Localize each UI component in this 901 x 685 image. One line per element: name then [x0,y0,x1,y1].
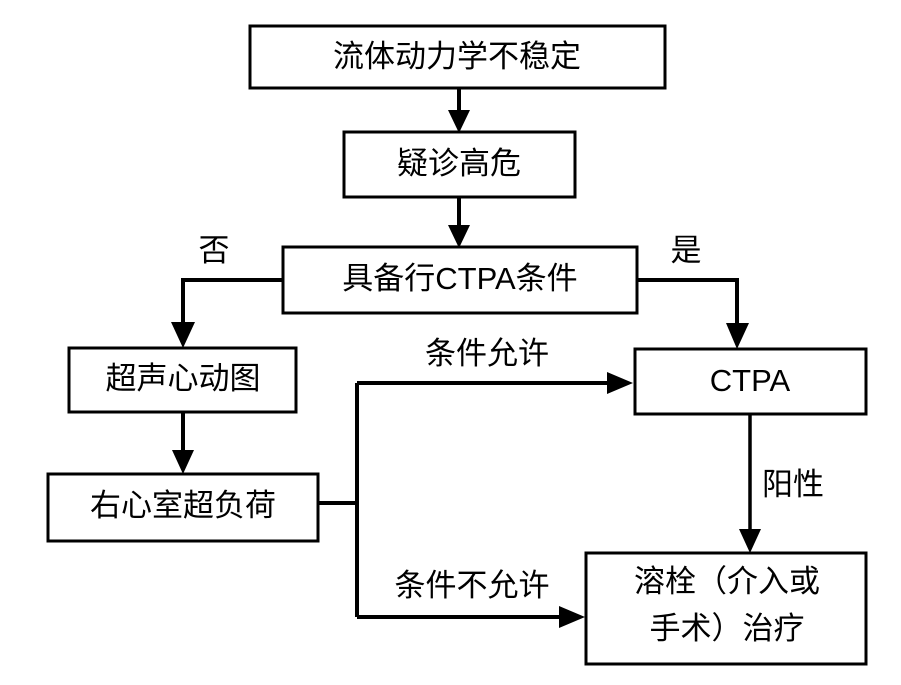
node-suspected-high-risk[interactable]: 疑诊高危 [342,130,577,199]
edge-suspected-to-eligible [448,197,470,248]
arrow-head-icon [739,529,761,553]
edge-rv-to-ctpa [357,372,633,394]
node-hemodynamic-instability[interactable]: 流体动力学不稳定 [248,24,667,90]
edge-eligible-no-to-echo [171,278,283,348]
arrow-head-icon [171,322,195,348]
arrow-head-icon [448,225,470,248]
node-echocardiogram[interactable]: 超声心动图 [67,346,298,414]
edge-rv-to-thrombolysis [357,606,585,628]
arrow-head-icon [448,110,470,133]
edge-label-yes: 是 [671,233,702,268]
edge-label-condition-not-permits: 条件不允许 [395,568,550,603]
node-label-thrombolysis-line2: 手术）治疗 [650,611,805,646]
edge-instability-to-suspected [448,88,470,133]
node-rv-overload[interactable]: 右心室超负荷 [46,472,320,543]
node-ctpa[interactable]: CTPA [633,347,868,416]
node-thrombolysis[interactable]: 溶栓（介入或 手术）治疗 [584,551,868,666]
node-label-ctpa: CTPA [710,363,791,398]
edge-label-no: 否 [199,233,230,268]
node-label-hemodynamic-instability: 流体动力学不稳定 [333,39,581,74]
edge-label-positive: 阳性 [762,467,824,502]
node-label-rv-overload: 右心室超负荷 [90,488,276,523]
node-ctpa-eligible[interactable]: 具备行CTPA条件 [281,245,639,315]
edge-eligible-yes-to-ctpa [637,278,749,349]
arrow-head-icon [726,323,749,349]
edge-ctpa-to-thrombolysis [739,414,761,553]
node-label-echocardiogram: 超声心动图 [106,361,261,396]
arrow-head-icon [172,450,194,474]
node-label-thrombolysis-line1: 溶栓（介入或 [634,564,820,599]
edge-label-condition-permits: 条件允许 [425,336,549,371]
edge-echo-to-rv [172,412,194,474]
edge-rv-to-junction [318,383,359,617]
arrow-head-icon [559,606,585,628]
arrow-head-icon [607,372,633,394]
node-label-ctpa-eligible: 具备行CTPA条件 [342,261,577,296]
node-label-suspected-high-risk: 疑诊高危 [397,146,521,181]
